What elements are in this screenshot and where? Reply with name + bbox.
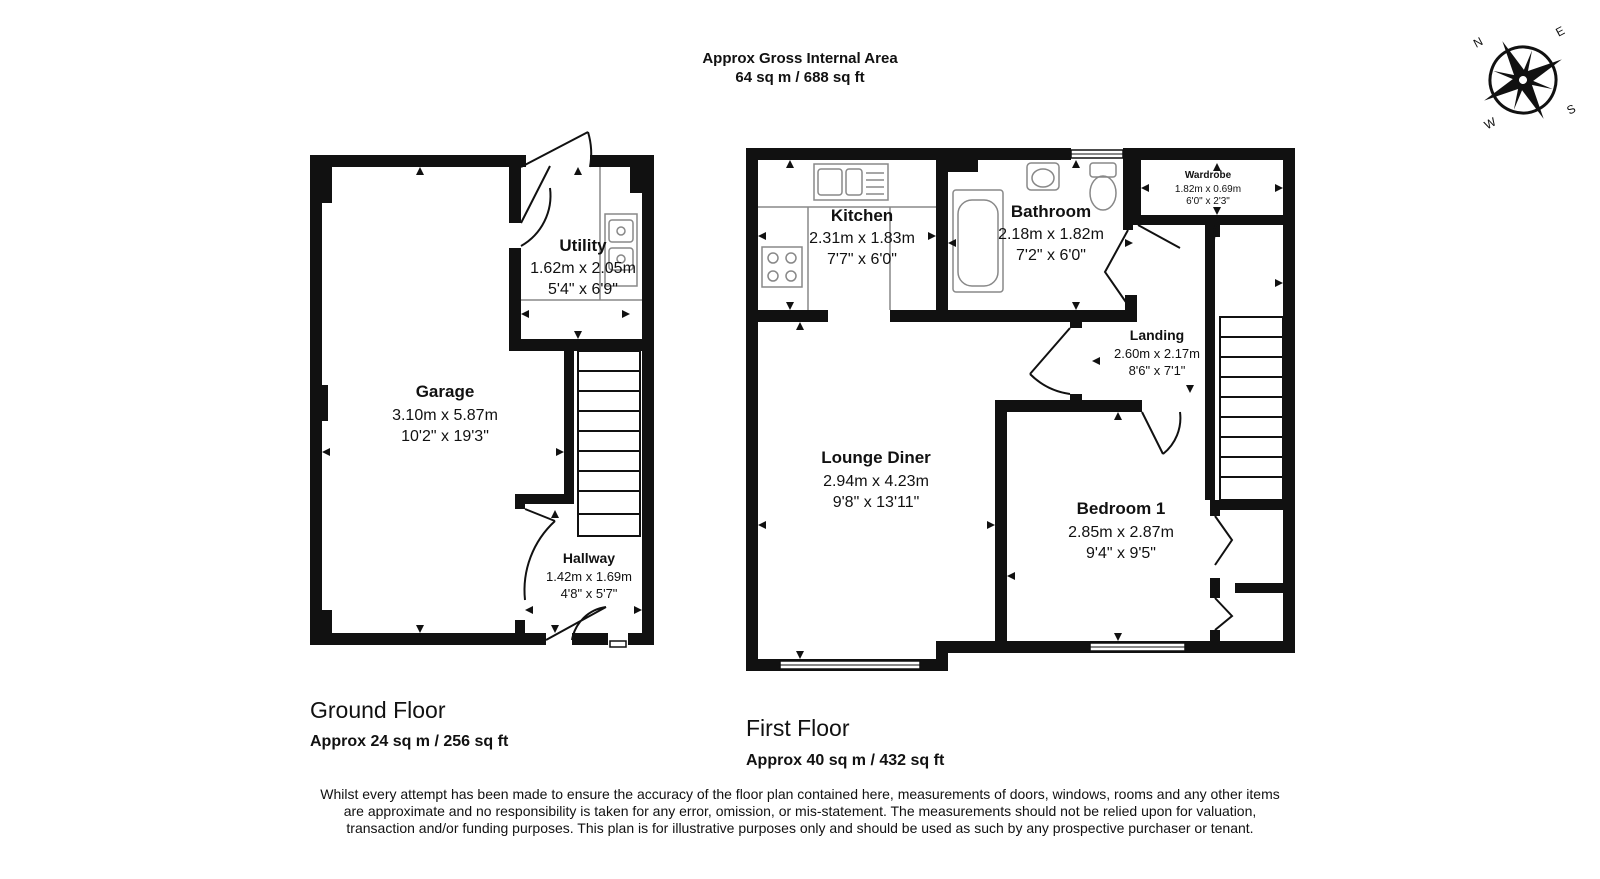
gross-area-title: Approx Gross Internal Area xyxy=(702,50,898,67)
garage-name: Garage xyxy=(416,382,475,401)
compass-e: E xyxy=(1553,23,1567,39)
hallway-name: Hallway xyxy=(563,550,615,566)
first-floor-plan: Kitchen 2.31m x 1.83m 7'7" x 6'0" Bathro… xyxy=(746,148,1295,769)
compass-s: S xyxy=(1564,101,1578,117)
gross-area-value: 64 sq m / 688 sq ft xyxy=(735,69,864,86)
lounge-diner-metric: 2.94m x 4.23m xyxy=(823,473,929,490)
lounge-diner-name: Lounge Diner xyxy=(821,448,931,467)
wardrobe-metric: 1.82m x 0.69m xyxy=(1175,184,1241,195)
first-floor-label: First Floor xyxy=(746,715,850,741)
landing-imperial: 8'6" x 7'1" xyxy=(1129,363,1186,378)
landing-metric: 2.60m x 2.17m xyxy=(1114,346,1200,361)
wardrobe-name: Wardrobe xyxy=(1185,170,1232,181)
hallway-metric: 1.42m x 1.69m xyxy=(546,569,632,584)
compass-w: W xyxy=(1482,114,1499,132)
bathroom-name: Bathroom xyxy=(1011,202,1091,221)
disclaimer-text: Whilst every attempt has been made to en… xyxy=(320,786,1280,836)
bathroom-imperial: 7'2" x 6'0" xyxy=(1016,247,1086,264)
utility-imperial: 5'4" x 6'9" xyxy=(548,281,618,298)
kitchen-metric: 2.31m x 1.83m xyxy=(809,230,915,247)
compass-n: N xyxy=(1471,34,1485,50)
utility-name: Utility xyxy=(559,236,607,255)
kitchen-imperial: 7'7" x 6'0" xyxy=(827,251,897,268)
first-floor-area: Approx 40 sq m / 432 sq ft xyxy=(746,752,945,769)
bedroom1-metric: 2.85m x 2.87m xyxy=(1068,524,1174,541)
bathroom-metric: 2.18m x 1.82m xyxy=(998,226,1104,243)
compass-rose-icon: N E S W xyxy=(1471,23,1578,132)
wardrobe-imperial: 6'0" x 2'3" xyxy=(1186,196,1230,207)
kitchen-name: Kitchen xyxy=(831,206,893,225)
hallway-imperial: 4'8" x 5'7" xyxy=(561,586,618,601)
lounge-diner-imperial: 9'8" x 13'11" xyxy=(833,494,920,511)
bedroom1-imperial: 9'4" x 9'5" xyxy=(1086,545,1156,562)
garage-metric: 3.10m x 5.87m xyxy=(392,407,498,424)
ground-floor-plan: Garage 3.10m x 5.87m 10'2" x 19'3" Utili… xyxy=(310,131,654,750)
utility-metric: 1.62m x 2.05m xyxy=(530,260,636,277)
bedroom1-name: Bedroom 1 xyxy=(1077,499,1166,518)
ground-floor-label: Ground Floor xyxy=(310,697,446,723)
ground-floor-area: Approx 24 sq m / 256 sq ft xyxy=(310,733,509,750)
garage-imperial: 10'2" x 19'3" xyxy=(401,428,489,445)
landing-name: Landing xyxy=(1130,327,1184,343)
